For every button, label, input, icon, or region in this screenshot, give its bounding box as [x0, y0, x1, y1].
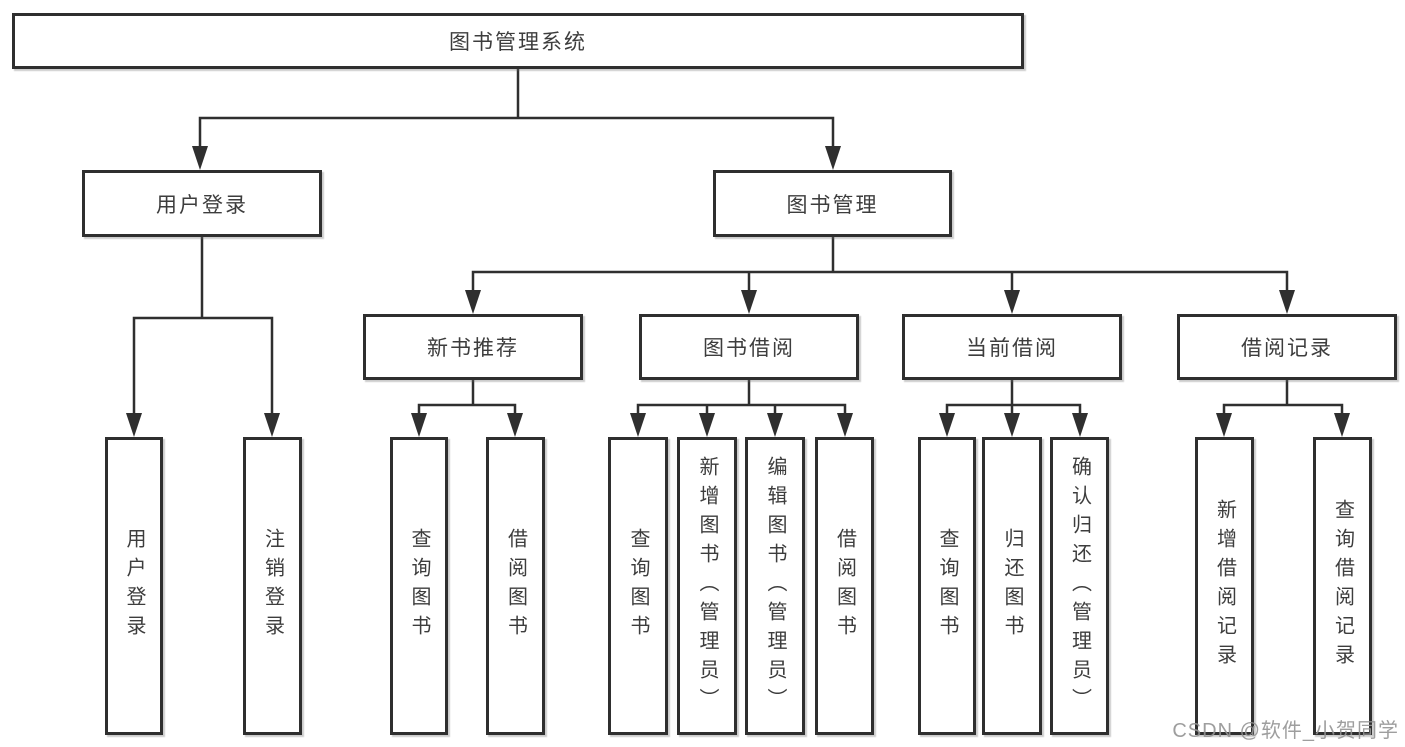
node-label: 查询借阅记录: [1331, 499, 1354, 673]
node-user-login: 用户登录: [82, 170, 322, 237]
node-root-library-system: 图书管理系统: [12, 13, 1024, 69]
leaf-edit-book-admin: 编辑图书（管理员）: [745, 437, 805, 735]
node-borrow-records: 借阅记录: [1177, 314, 1397, 380]
node-label: 编辑图书（管理员）: [764, 455, 786, 717]
node-label: 用户登录: [156, 193, 248, 217]
leaf-borrow-books-recommend: 借阅图书: [486, 437, 545, 735]
node-label: 图书借阅: [703, 337, 795, 360]
node-label: 归还图书: [1001, 528, 1023, 644]
node-current-borrowing: 当前借阅: [902, 314, 1122, 380]
node-label: 图书管理系统: [449, 31, 587, 54]
node-label: 注销登录: [261, 528, 284, 644]
node-label: 当前借阅: [966, 337, 1058, 360]
node-label: 确认归还（管理员）: [1068, 455, 1091, 717]
csdn-watermark: CSDN @软件_小贺同学: [1172, 720, 1399, 742]
leaf-query-books-recommend: 查询图书: [390, 437, 448, 735]
node-book-borrowing: 图书借阅: [639, 314, 859, 380]
leaf-return-book: 归还图书: [982, 437, 1042, 735]
node-label: 借阅记录: [1241, 337, 1333, 360]
node-label: 借阅图书: [504, 528, 527, 644]
node-label: 新增借阅记录: [1213, 499, 1236, 673]
node-label: 查询图书: [408, 528, 430, 644]
leaf-query-borrow-record: 查询借阅记录: [1313, 437, 1372, 735]
node-label: 查询图书: [627, 528, 649, 644]
leaf-query-books-borrowing: 查询图书: [608, 437, 668, 735]
node-label: 图书管理: [786, 193, 879, 217]
leaf-borrow-books-borrowing: 借阅图书: [815, 437, 874, 735]
node-label: 借阅图书: [833, 528, 856, 644]
leaf-add-book-admin: 新增图书（管理员）: [677, 437, 737, 735]
node-label: 新书推荐: [427, 337, 519, 360]
node-book-management: 图书管理: [713, 170, 952, 237]
node-label: 新增图书（管理员）: [696, 455, 718, 717]
node-label: 用户登录: [123, 528, 145, 644]
leaf-query-books-current: 查询图书: [918, 437, 976, 735]
leaf-confirm-return-admin: 确认归还（管理员）: [1050, 437, 1109, 735]
node-new-book-recommend: 新书推荐: [363, 314, 583, 380]
leaf-user-login: 用户登录: [105, 437, 163, 735]
leaf-logout: 注销登录: [243, 437, 302, 735]
leaf-add-borrow-record: 新增借阅记录: [1195, 437, 1254, 735]
node-label: 查询图书: [936, 528, 958, 644]
